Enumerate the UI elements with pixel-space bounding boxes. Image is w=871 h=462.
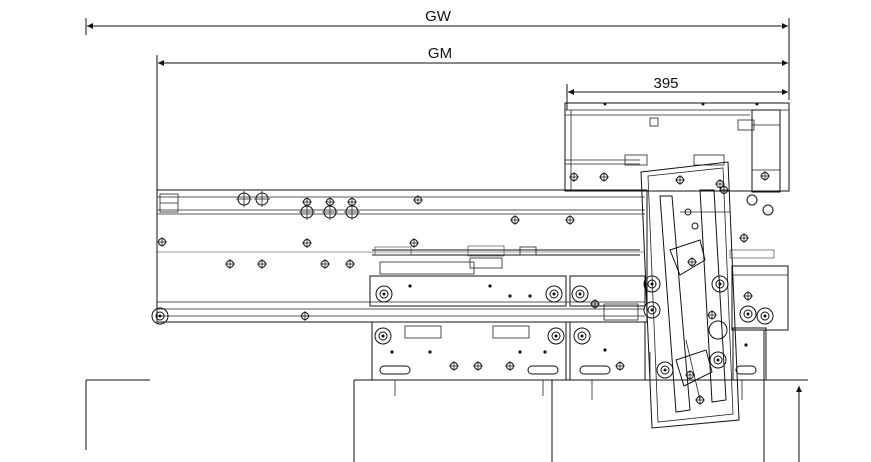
header-holes (156, 190, 576, 322)
gm-label: GM (428, 45, 452, 62)
door-hanger-right (569, 303, 646, 381)
dimension-gm: GM (156, 45, 788, 190)
door-hanger-left (371, 321, 567, 381)
header-beam (151, 189, 648, 325)
door-operator-frame (640, 161, 740, 429)
wall-bracket (85, 379, 150, 450)
belt-rail (372, 245, 640, 275)
motor-box (564, 102, 790, 193)
gw-label: GW (425, 8, 452, 25)
hanger-plate-upper-left (369, 275, 567, 307)
dimension-395: 395 (566, 75, 788, 110)
dim395-label: 395 (653, 75, 678, 92)
leader-lines (353, 330, 808, 462)
dimension-gw: GW (85, 8, 790, 100)
